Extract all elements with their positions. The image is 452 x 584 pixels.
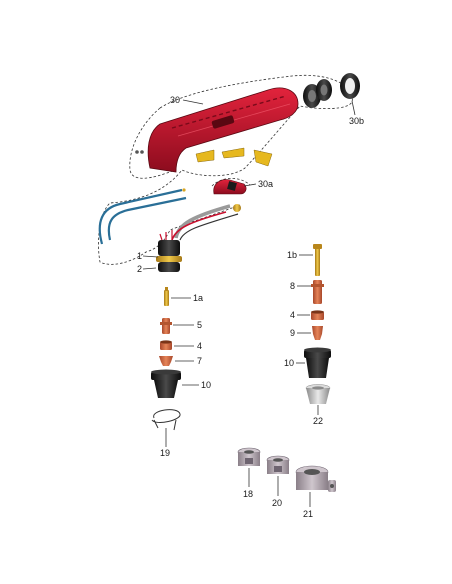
swirl-ring-left [160,318,172,334]
label-shield-left: 10 [201,380,211,390]
leader-ring-set [351,100,356,116]
trigger-link-outline [211,177,251,187]
guide-18 [237,447,261,466]
label-tip-left: 7 [197,356,202,366]
swirl-ring-right [311,280,324,304]
guide-20 [266,455,290,474]
small-screw [135,150,144,154]
label-spring: 19 [160,448,170,458]
shield-cup-right [304,347,331,378]
tip-right [312,326,323,340]
torch-group-outline [98,74,353,265]
guide-21 [295,465,336,492]
spacer-right [311,310,324,320]
label-body: 1 [137,251,142,261]
label-swirl: 5 [197,320,202,330]
torch-body [156,204,241,272]
blue-cables [98,188,187,245]
label-cap: 22 [313,416,323,426]
electrode-short [164,287,169,306]
ring-set [303,73,360,108]
silver-cap [305,384,331,404]
label-spacer-left: 4 [197,341,202,351]
leader-torch [182,99,204,105]
leader-body [142,255,159,258]
leader-trigger [243,183,257,187]
label-swirl-long: 8 [290,281,295,291]
label-tip-right: 9 [290,328,295,338]
label-spacer-right: 4 [290,310,295,320]
label-guide-b: 20 [272,498,282,508]
label-guide-c: 21 [303,509,313,519]
label-electrode-long: 1b [287,250,297,260]
shield-cup-left [151,369,181,398]
tip-left [159,356,173,366]
label-guide-a: 18 [243,489,253,499]
yellow-clips [195,147,273,167]
trigger-part [213,179,247,195]
electrode-long [313,244,322,276]
leader-adapter [142,267,157,270]
label-adapter: 2 [137,264,142,274]
spacer-left [160,340,172,350]
torch-handle [147,87,299,173]
label-electrode: 1a [193,293,203,303]
spring-clip [151,409,181,431]
label-torch: 30 [170,95,180,105]
label-shield-right: 10 [284,358,294,368]
label-ring-set: 30b [349,116,364,126]
label-trigger: 30a [258,179,273,189]
